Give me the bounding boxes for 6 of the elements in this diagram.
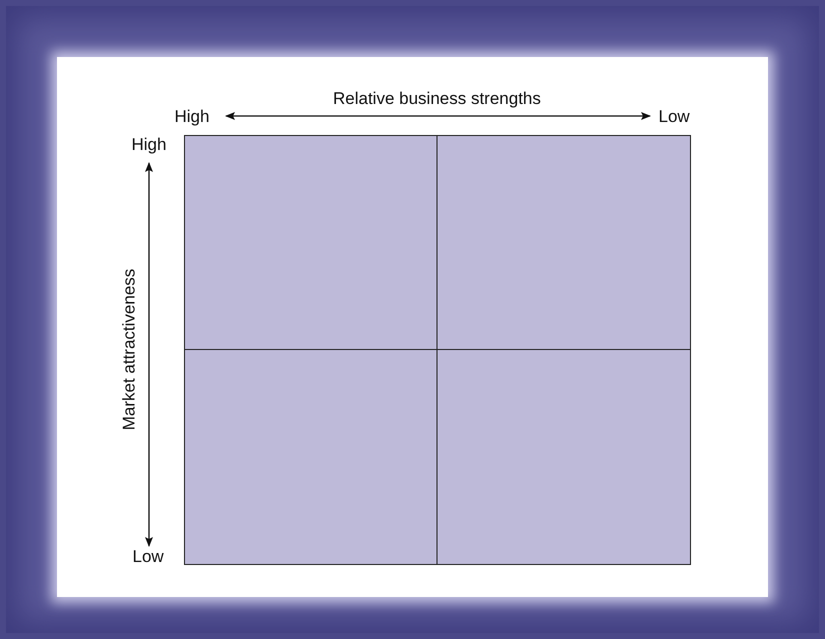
axis-label: High [174,108,210,124]
axis-title: Relative business strengths [333,90,541,106]
axis-label: Low [132,548,164,564]
axis-label: Low [658,108,690,124]
axis-title: Market attractiveness [120,268,138,430]
axis-label: High [132,136,166,152]
